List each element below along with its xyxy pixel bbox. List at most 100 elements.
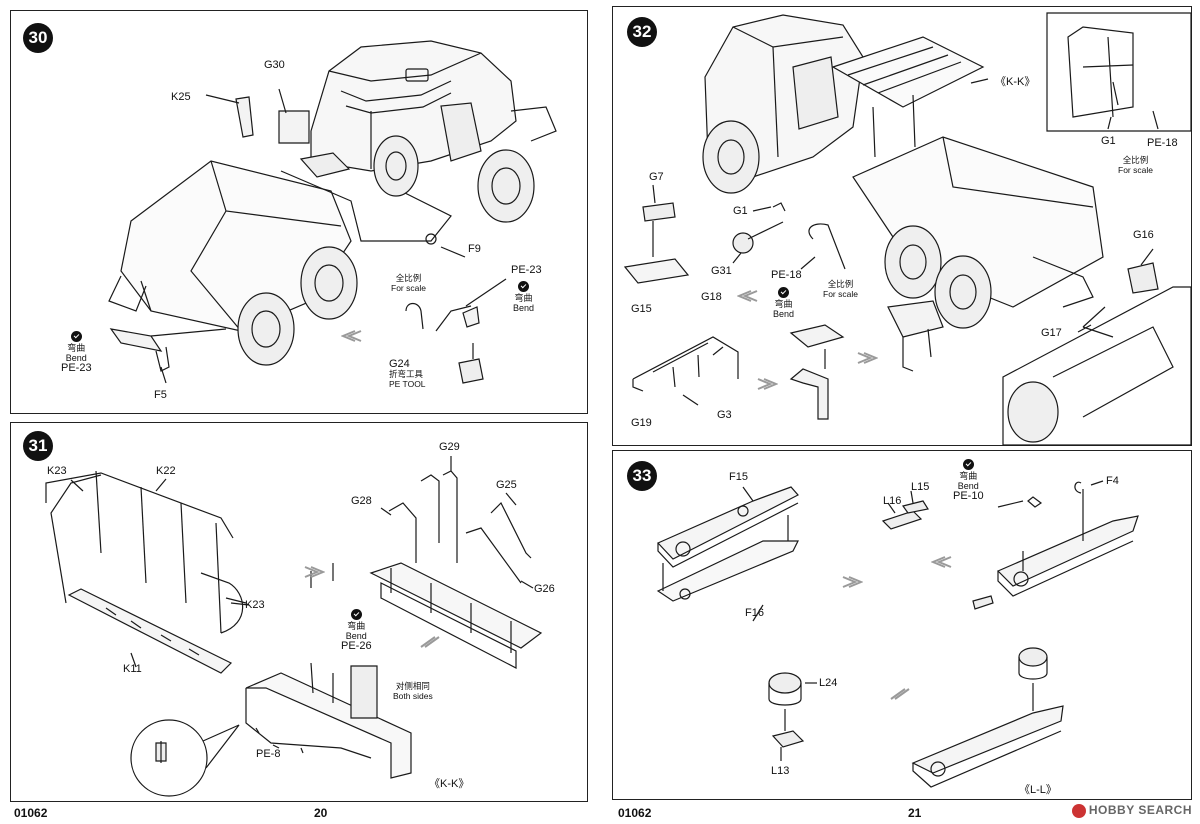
bend-note-right: 弯曲 Bend	[513, 281, 534, 313]
assembly-kk-tag: 《K-K》	[429, 778, 470, 790]
footer-page-number: 21	[908, 806, 922, 820]
both-sides-en: Both sides	[393, 691, 433, 701]
scale-note-en: For scale	[823, 289, 858, 299]
part-label-pe18-inset: PE-18	[1147, 137, 1178, 149]
part-label-f9: F9	[468, 243, 481, 255]
scale-note-cn: 全比例	[395, 273, 422, 283]
part-label-l16: L16	[883, 495, 902, 507]
bend-en: Bend	[773, 309, 795, 319]
pe-tool-en: PE TOOL	[389, 379, 426, 389]
part-label-g31: G31	[711, 265, 732, 277]
part-label-f16: F16	[745, 607, 764, 619]
bend-cn: 弯曲	[959, 471, 978, 481]
part-label-g3: G3	[717, 409, 732, 421]
instruction-page-left: 30	[0, 0, 600, 824]
scale-note-cn: 全比例	[1122, 155, 1149, 165]
scale-note-cn: 全比例	[827, 279, 854, 289]
scale-note-mid: 全比例 For scale	[823, 279, 858, 299]
part-label-g28: G28	[351, 495, 372, 507]
part-label-k23-left: K23	[47, 465, 67, 477]
assembly-kk-tag: 《K-K》	[995, 76, 1036, 88]
part-label-g24: G24	[389, 358, 410, 370]
part-label-pe18: PE-18	[771, 269, 802, 281]
bend-icon	[518, 281, 530, 292]
part-label-l24: L24	[819, 677, 838, 689]
part-label-k11: K11	[123, 663, 142, 675]
watermark-text: HOBBY SEARCH	[1088, 803, 1192, 818]
part-label-g17: G17	[1041, 327, 1062, 339]
part-label-f15: F15	[729, 471, 748, 483]
assembly-arrow-icon	[737, 290, 758, 302]
part-label-g29: G29	[439, 441, 460, 453]
bend-en: Bend	[513, 303, 535, 313]
assembly-ll-tag: 《L-L》	[1019, 784, 1057, 796]
part-label-k25: K25	[171, 91, 191, 103]
truck-assembly-drawing	[613, 7, 1193, 447]
part-label-g7: G7	[649, 171, 664, 183]
part-label-l15: L15	[911, 481, 930, 493]
assembly-arrow-icon	[857, 352, 878, 364]
step-31-panel: 31	[10, 422, 588, 802]
part-label-l13: L13	[771, 765, 790, 777]
part-label-pe10: PE-10	[953, 490, 984, 502]
footer-product-code: 01062	[14, 806, 48, 820]
pe-tool-cn: 折弯工具	[389, 369, 424, 379]
scale-note-inset: 全比例 For scale	[1118, 155, 1153, 175]
step-33-badge: 33	[627, 461, 657, 491]
assembly-arrow-icon	[890, 688, 910, 700]
part-label-f4: F4	[1106, 475, 1119, 487]
assembly-arrow-icon	[420, 636, 440, 648]
bend-en: Bend	[957, 481, 979, 491]
step-33-panel: 33	[612, 450, 1192, 800]
bend-icon	[350, 609, 362, 620]
watermark: HOBBY SEARCH	[1071, 803, 1192, 818]
bend-note: 弯曲 Bend PE-26	[341, 609, 372, 652]
bend-cn: 弯曲	[514, 293, 533, 303]
step-32-badge: 32	[627, 17, 657, 47]
bend-note-left: 弯曲 Bend PE-23	[61, 331, 92, 374]
part-label-k23-right: K23	[245, 599, 265, 611]
bend-icon	[962, 459, 974, 470]
step-31-badge: 31	[23, 431, 53, 461]
part-label-g25: G25	[496, 479, 517, 491]
assembly-arrow-icon	[341, 330, 362, 342]
assembly-arrow-icon	[931, 556, 952, 568]
scale-note: 全比例 For scale	[391, 273, 426, 293]
both-sides-note: 对侧相同 Both sides	[393, 681, 433, 701]
assembly-arrow-icon	[757, 378, 778, 390]
part-label-g16: G16	[1133, 229, 1154, 241]
part-label-pe26: PE-26	[341, 640, 372, 652]
instruction-page-right: 32	[600, 0, 1200, 824]
part-label-k22: K22	[156, 465, 176, 477]
bend-icon	[778, 287, 790, 298]
footer-product-code: 01062	[618, 806, 652, 820]
railing-frame-drawing	[11, 423, 589, 803]
part-label-g15: G15	[631, 303, 652, 315]
outrigger-drawing	[613, 451, 1193, 801]
hobby-search-logo-icon	[1071, 804, 1086, 818]
part-label-g1: G1	[733, 205, 748, 217]
bend-note: 弯曲 Bend	[773, 287, 794, 319]
assembly-arrow-icon	[304, 566, 325, 578]
part-label-g19: G19	[631, 417, 652, 429]
bend-cn: 弯曲	[347, 621, 366, 631]
bend-note: 弯曲 Bend PE-10	[953, 459, 984, 502]
step-30-panel: 30	[10, 10, 588, 414]
scale-note-en: For scale	[1118, 165, 1153, 175]
part-label-pe23-top: PE-23	[511, 264, 542, 276]
both-sides-cn: 对侧相同	[395, 681, 430, 691]
part-label-pe23-left: PE-23	[61, 362, 92, 374]
footer-page-number: 20	[314, 806, 328, 820]
part-label-f5: F5	[154, 389, 167, 401]
bend-cn: 弯曲	[774, 299, 793, 309]
step-30-badge: 30	[23, 23, 53, 53]
bend-cn: 弯曲	[67, 343, 86, 353]
part-label-g26: G26	[534, 583, 555, 595]
pe-tool-note: G24 折弯工具 PE TOOL	[389, 358, 426, 390]
truck-chassis-drawing	[11, 11, 589, 415]
part-label-g18: G18	[701, 291, 722, 303]
step-32-panel: 32	[612, 6, 1192, 446]
part-label-g30: G30	[264, 59, 285, 71]
part-label-pe8: PE-8	[256, 748, 281, 760]
scale-note-en: For scale	[391, 283, 426, 293]
